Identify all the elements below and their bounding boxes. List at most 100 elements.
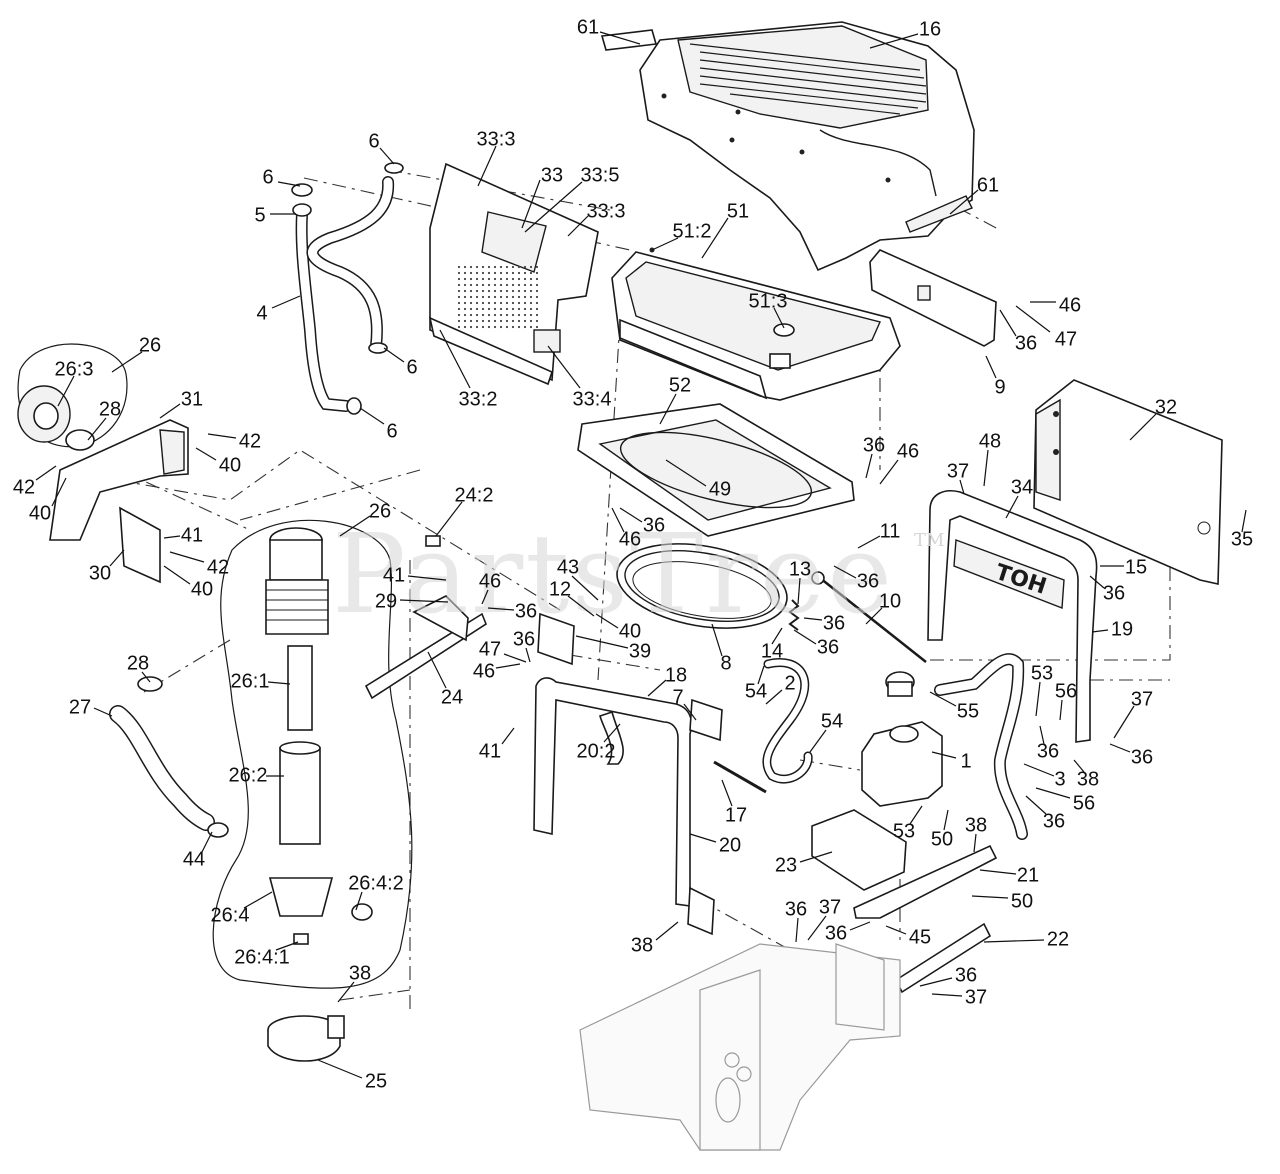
callout-label-c42b: 42: [13, 476, 35, 498]
callout-label-c54a: 54: [745, 680, 767, 702]
callout-label-c36e: 36: [1103, 582, 1125, 604]
callout-leader-c38d: [337, 981, 355, 1003]
callout-leader-c3: [1023, 763, 1055, 777]
callout-label-c46a: 46: [1059, 294, 1081, 316]
callout-label-c38b: 38: [965, 814, 987, 836]
callout-leader-c2: [765, 689, 783, 705]
callout-leader-c36l: [1025, 795, 1047, 815]
callout-leader-c36i: [525, 647, 531, 663]
callout-leader-c32: [1129, 413, 1157, 441]
callout-leader-c43: [571, 575, 599, 601]
callout-label-c36l: 36: [1043, 810, 1065, 832]
callout-leader-c53b: [909, 805, 923, 825]
callout-leader-c38c: [655, 921, 679, 941]
callout-label-c36c: 36: [643, 514, 665, 536]
callout-leader-c47a: [1015, 305, 1051, 333]
callout-leader-c35: [1241, 509, 1247, 533]
callout-label-c29: 29: [375, 590, 397, 612]
upright-frame-20: [533, 612, 767, 936]
watermark-text: PartsTree: [332, 510, 894, 638]
callout-label-c37d: 37: [965, 986, 987, 1008]
air-cleaner-group: [212, 519, 413, 989]
callout-leader-c20: [689, 833, 717, 843]
callout-leader-c36b: [865, 453, 873, 479]
callout-label-c33: 33: [541, 164, 563, 186]
callout-label-c34: 34: [1011, 476, 1033, 498]
callout-label-c55: 55: [957, 700, 979, 722]
callout-leader-c33_3b: [567, 215, 589, 237]
callout-leader-c6a: [379, 147, 395, 165]
callout-label-c36h: 36: [817, 636, 839, 658]
callout-leader-c24: [427, 651, 447, 689]
callout-label-c21: 21: [1017, 864, 1039, 886]
callout-leader-c37b: [1113, 705, 1135, 739]
callout-label-c50b: 50: [1011, 890, 1033, 912]
callout-leader-c26b: [339, 515, 371, 537]
callout-leader-c13: [797, 577, 801, 605]
callout-leader-c28a: [87, 417, 107, 441]
callout-label-c24: 24: [441, 686, 463, 708]
callout-leader-c36k: [1109, 743, 1131, 753]
callout-leader-c51: [701, 217, 729, 259]
callout-label-c32: 32: [1155, 396, 1177, 418]
callout-leader-c31: [159, 403, 181, 419]
callout-leader-c28b: [141, 671, 151, 683]
callout-label-c39: 39: [629, 640, 651, 662]
callout-leader-c20_2: [603, 723, 621, 743]
callout-leader-c10: [865, 607, 883, 625]
callout-leader-c27: [93, 707, 113, 717]
callout-label-c46e: 46: [473, 660, 495, 682]
callout-label-c8: 8: [720, 652, 731, 674]
callout-label-c61b: 61: [977, 174, 999, 196]
spring-13: [788, 599, 800, 631]
callout-leader-c36m: [795, 917, 799, 943]
callout-leader-c33_2: [439, 329, 471, 389]
callout-leader-c4: [271, 295, 301, 309]
callout-label-c24_2: 24:2: [455, 484, 494, 506]
strap-21: [853, 844, 998, 919]
callout-label-c41b: 41: [383, 564, 405, 586]
callout-label-c33_2: 33:2: [459, 388, 498, 410]
callout-label-c38d: 38: [349, 962, 371, 984]
radiator: [611, 247, 901, 401]
callout-label-c13: 13: [789, 558, 811, 580]
callout-leader-c36j: [1039, 725, 1045, 745]
hose-3: [934, 653, 1028, 840]
callout-leader-c47b: [503, 653, 527, 663]
callout-leader-c19: [1091, 629, 1109, 633]
callout-label-c36m: 36: [785, 898, 807, 920]
callout-leader-c36h: [793, 629, 817, 645]
callout-label-c36a: 36: [1015, 332, 1037, 354]
callout-label-c28b: 28: [127, 652, 149, 674]
callout-label-c40b: 40: [29, 502, 51, 524]
callout-label-c41a: 41: [181, 524, 203, 546]
callout-leader-c37d: [931, 993, 963, 997]
tie-rod-10: [811, 571, 927, 663]
hose-clamp-25: [267, 1015, 345, 1062]
callout-label-c30: 30: [89, 562, 111, 584]
callout-label-c38c: 38: [631, 934, 653, 956]
callout-label-c45: 45: [909, 926, 931, 948]
callout-label-c46b: 46: [897, 440, 919, 462]
callout-label-c40a: 40: [219, 454, 241, 476]
callout-leader-c34: [1005, 495, 1019, 519]
callout-label-c44: 44: [183, 848, 205, 870]
callout-label-c51_3: 51:3: [749, 290, 788, 312]
fan-ring: [616, 543, 788, 629]
callout-leader-c36c: [619, 507, 643, 523]
overflow-hose-2: [762, 658, 813, 784]
callout-leader-c42a: [207, 433, 237, 439]
callout-leader-c49: [665, 459, 707, 487]
callout-leader-c37a: [959, 479, 965, 495]
callout-label-c3: 3: [1054, 768, 1065, 790]
callout-label-c26_4: 26:4: [211, 904, 250, 926]
callout-leader-c18: [647, 679, 667, 697]
callout-leader-c39: [575, 635, 629, 649]
callout-leader-c30: [109, 549, 125, 567]
callout-leader-c50b: [971, 895, 1009, 899]
callout-leader-c52: [659, 393, 677, 425]
tank-bracket-23: [811, 809, 907, 891]
callout-label-c36n: 36: [825, 922, 847, 944]
callout-leader-c36d: [833, 565, 857, 579]
callout-label-c23: 23: [775, 854, 797, 876]
